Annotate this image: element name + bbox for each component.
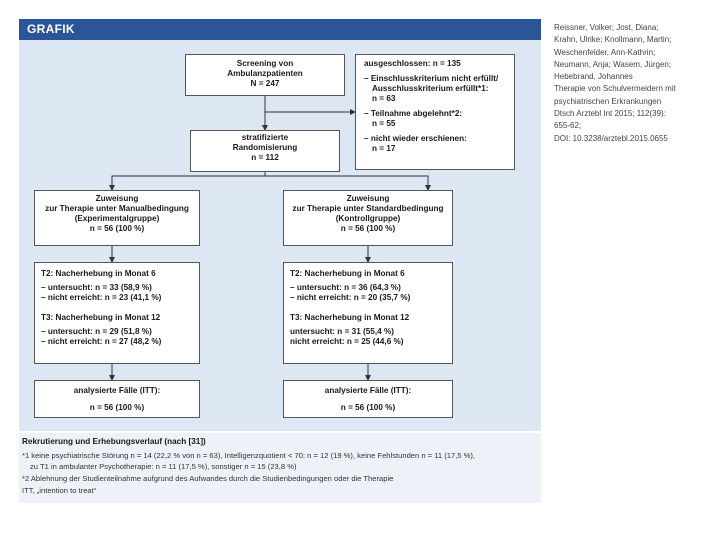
left-itt-count: n = 56 (100 %) [89,403,145,412]
citation-line: Hebebrand, Johannes [554,72,633,82]
citation-line: Weschenfelder, Ann-Kathrin; [554,47,656,57]
excluded-reason-3-count: n = 17 [372,144,396,153]
left-itt-box: analysierte Fälle (ITT): n = 56 (100 %) [34,380,200,418]
excluded-reason-1a: – Einschlusskriterium nicht erfüllt/ [364,74,499,83]
citation-line: Therapie von Schulvermeidern mit [554,84,676,94]
caption-footnote-1b: zu T1 in ambulanter Psychotherapie: n = … [30,462,297,471]
caption-footnote-1a: *1 keine psychiatrische Störung n = 14 (… [22,451,476,460]
excluded-reason-2: – Teilnahme abgelehnt*2: [364,109,463,118]
citation-line: Krahn, Ulrike; Knollmann, Martin; [554,35,672,45]
left-t3-examined: – untersucht: n = 29 (51,8 %) [41,327,152,336]
excluded-reason-1b: Ausschlusskriterium erfüllt*1: [372,84,489,93]
right-t2-title: T2: Nacherhebung in Monat 6 [290,269,405,278]
caption-itt-note: ITT, „intention to treat“ [22,486,97,495]
citation-line: psychiatrischen Erkrankungen [554,96,662,106]
randomization-box: stratifizierte Randomisierung n = 112 [190,130,340,172]
citation-line: Reissner, Volker; Jost, Diana; [554,23,659,32]
screening-box: Screening von Ambulanzpatienten N = 247 [185,54,345,96]
right-itt-box: analysierte Fälle (ITT): n = 56 (100 %) [283,380,453,418]
randomization-line-2: Randomisierung [232,143,298,152]
right-assign-group: (Kontrollgruppe) [335,214,401,223]
left-assign-condition: zur Therapie unter Manualbedingung [45,204,189,213]
right-assign-title: Zuweisung [346,194,390,203]
excluded-reason-1-count: n = 63 [372,94,396,103]
right-t3-title: T3: Nacherhebung in Monat 12 [290,313,410,322]
screening-count: N = 247 [250,79,280,88]
citation-line: Neumann, Anja; Wasem, Jürgen; [554,59,672,69]
right-t2-not-reached: – nicht erreicht: n = 20 (35,7 %) [290,293,411,302]
caption-title: Rekrutierung und Erhebungsverlauf (nach … [22,437,206,446]
left-followup-box: T2: Nacherhebung in Monat 6 – untersucht… [34,262,200,364]
left-assign-title: Zuweisung [95,194,139,203]
left-t2-examined: – untersucht: n = 33 (58,9 %) [41,283,152,292]
left-itt-title: analysierte Fälle (ITT): [73,386,161,395]
right-itt-count: n = 56 (100 %) [340,403,396,412]
left-t3-title: T3: Nacherhebung in Monat 12 [41,313,161,322]
right-followup-box: T2: Nacherhebung in Monat 6 – untersucht… [283,262,453,364]
excluded-title: ausgeschlossen: n = 135 [364,59,461,68]
excluded-reason-3: – nicht wieder erschienen: [364,134,467,143]
citation-line: 655-62; [554,121,582,131]
figure-caption [19,433,541,503]
right-t2-examined: – untersucht: n = 36 (64,3 %) [290,283,401,292]
right-t3-not-reached: nicht erreicht: n = 25 (44,6 %) [290,337,404,346]
randomization-count: n = 112 [251,153,279,162]
left-t2-not-reached: – nicht erreicht: n = 23 (41,1 %) [41,293,162,302]
left-t3-not-reached: – nicht erreicht: n = 27 (48,2 %) [41,337,162,346]
right-assignment-box: Zuweisung zur Therapie unter Standardbed… [283,190,453,246]
citation-block: Reissner, Volker; Jost, Diana; Krahn, Ul… [554,22,714,145]
right-assign-condition: zur Therapie unter Standardbedingung [292,204,444,213]
citation-line: Dtsch Arztebl Int 2015; 112(39): [554,109,666,119]
right-assign-count: n = 56 (100 %) [340,224,396,233]
citation-line: DOI: 10.3238/arztebl.2015.0655 [554,133,668,143]
figure-header-title: GRAFIK [27,22,75,36]
left-assign-count: n = 56 (100 %) [89,224,145,233]
randomization-line-1: stratifizierte [241,133,289,142]
excluded-box: ausgeschlossen: n = 135 – Einschlusskrit… [355,54,515,170]
left-t2-title: T2: Nacherhebung in Monat 6 [41,269,156,278]
screening-line-2: Ambulanzpatienten [227,69,303,78]
right-itt-title: analysierte Fälle (ITT): [324,386,412,395]
left-assignment-box: Zuweisung zur Therapie unter Manualbedin… [34,190,200,246]
figure-header: GRAFIK [19,19,541,40]
excluded-reason-2-count: n = 55 [372,119,396,128]
caption-footnote-2: *2 Ablehnung der Studienteilnahme aufgru… [22,474,394,483]
left-assign-group: (Experimentalgruppe) [74,214,160,223]
screening-line-1: Screening von [236,59,294,68]
right-t3-examined: untersucht: n = 31 (55,4 %) [290,327,394,336]
